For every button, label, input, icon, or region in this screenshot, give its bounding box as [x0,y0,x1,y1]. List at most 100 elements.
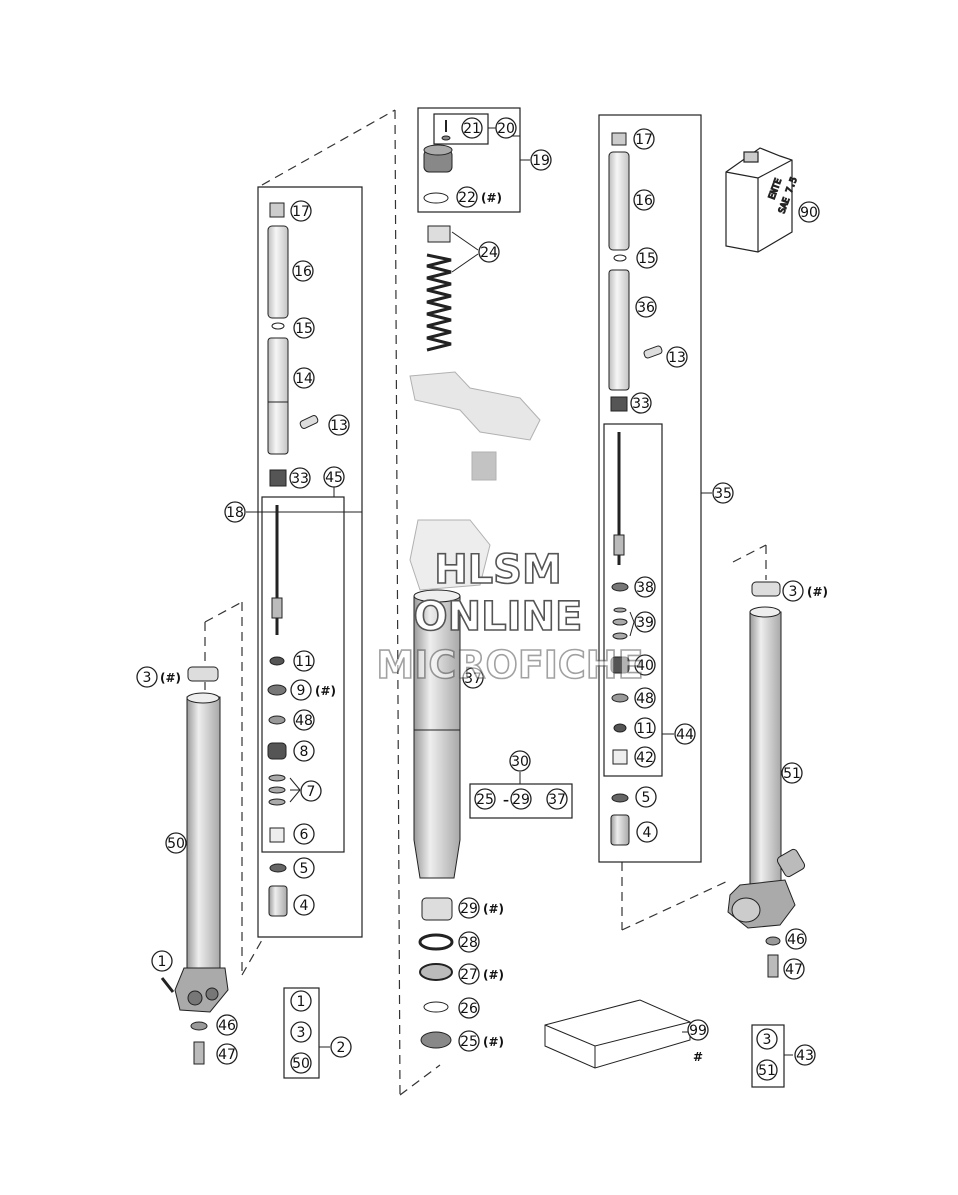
callout-90: 90 [798,201,820,223]
svg-text:28: 28 [460,935,478,951]
callout-3-right: 3 [782,580,804,602]
callout-33-right: 33 [630,392,652,414]
callout-99: 99 [687,1019,709,1041]
svg-text:9: 9 [297,683,306,699]
left-outer-tube [160,666,229,1065]
callout-16-right: 16 [633,189,655,211]
svg-text:1: 1 [158,954,167,970]
callout-50-set: 50 [290,1052,312,1074]
svg-text:36: 36 [637,300,655,316]
svg-text:24: 24 [480,245,498,261]
triple-clamp-faint [409,371,541,591]
svg-text:51: 51 [783,766,801,782]
svg-text:43: 43 [796,1048,814,1064]
part-24-spring [426,253,452,352]
hash-22: (#) [481,191,502,205]
svg-text:51: 51 [758,1063,776,1079]
callout-3-left: 3 [136,666,158,688]
callout-48-right: 48 [634,687,656,709]
part-26-clip [423,1001,449,1013]
svg-text:25: 25 [476,792,494,808]
watermark: HLSM ONLINE MICROFICHE [376,546,645,688]
svg-text:15: 15 [638,251,656,267]
part-46-washer [190,1021,208,1031]
set-boxes [283,783,785,1088]
hash-3-right: (#) [807,585,828,599]
callout-6: 6 [293,823,315,845]
callout-20: 20 [495,117,517,139]
part-3-left-bushing [187,666,219,682]
svg-text:22: 22 [458,190,476,206]
svg-text:3: 3 [789,584,798,600]
callout-46-right: 46 [785,928,807,950]
part-47-bolt [193,1041,205,1065]
svg-text:MICROFICHE: MICROFICHE [376,643,643,687]
part-29-bushing [421,897,453,921]
part-27-seal [419,963,453,981]
svg-text:46: 46 [787,932,805,948]
callout-17-left: 17 [290,200,312,222]
callout-39: 39 [634,611,656,633]
set-box-30 [469,783,573,819]
svg-text:8: 8 [300,744,309,760]
part-33-spring [269,469,287,487]
hash-99: # [693,1050,703,1064]
svg-text:1: 1 [297,994,306,1010]
svg-text:29: 29 [512,792,530,808]
svg-text:HLSM: HLSM [434,547,562,593]
part-46-right-washer [765,936,781,946]
callout-26: 26 [458,997,480,1019]
callout-15-right: 15 [636,247,658,269]
svg-text:33: 33 [291,471,309,487]
callout-42: 42 [634,746,656,768]
callout-37-set: 37 [546,788,568,810]
part-9 [267,684,287,696]
callout-38: 38 [634,576,656,598]
svg-text:50: 50 [167,836,185,852]
part-17-right-cap [611,132,627,146]
callout-40: 40 [634,654,656,676]
callout-18: 18 [224,501,246,523]
callout-11-right: 11 [634,717,656,739]
part-22-oring [423,192,449,204]
part-6 [269,827,285,843]
part-47-right-bolt [767,954,779,978]
svg-text:90: 90 [800,205,818,221]
callout-5-right: 5 [635,786,657,808]
callout-25: 25 [458,1030,480,1052]
callout-1-set: 1 [290,990,312,1012]
svg-text:4: 4 [643,825,652,841]
part-3-right-bushing [751,581,781,597]
svg-text:14: 14 [295,371,313,387]
callout-15-left: 15 [293,317,315,339]
callout-30: 30 [509,750,531,772]
callout-47-left: 47 [216,1043,238,1065]
part-4 [268,885,288,917]
part-11 [269,656,285,666]
svg-text:39: 39 [636,615,654,631]
svg-text:40: 40 [636,658,654,674]
svg-text:5: 5 [300,861,309,877]
callout-50: 50 [165,832,187,854]
svg-text:38: 38 [636,580,654,596]
svg-text:30: 30 [511,754,529,770]
part-13-right-pin [643,345,663,359]
left-assembly-frame [257,186,363,938]
callout-51-set: 51 [756,1059,778,1081]
svg-text:17: 17 [292,204,310,220]
svg-text:27: 27 [460,967,478,983]
part-40 [610,656,630,674]
hash-9: (#) [315,684,336,698]
callout-36: 36 [635,296,657,318]
part-14-cartridge [267,337,289,455]
callout-8: 8 [293,740,315,762]
part-36-cartridge [608,269,630,391]
part-28-washer [418,933,454,951]
dashed-guide-lines [204,109,767,1096]
callout-3-set: 3 [290,1021,312,1043]
svg-text:48: 48 [636,691,654,707]
callout-22: 22 [456,186,478,208]
svg-text:7: 7 [307,784,316,800]
left-fork-parts [267,202,319,917]
callout-46-left: 46 [216,1014,238,1036]
